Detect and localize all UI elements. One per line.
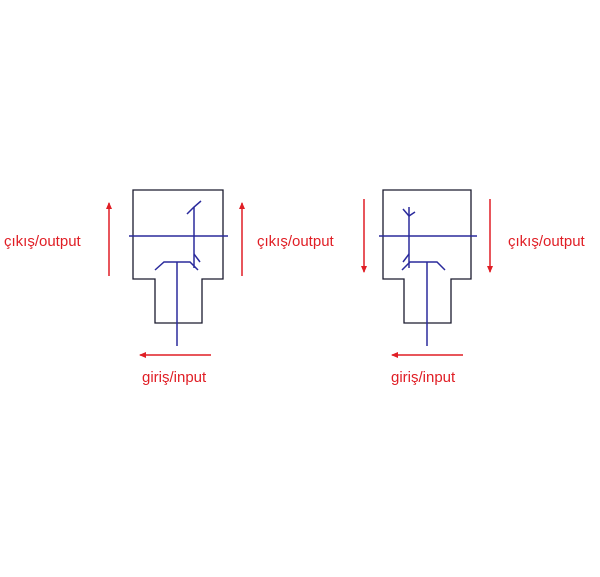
bevel-tick xyxy=(193,253,201,263)
top-gear-mark xyxy=(186,200,202,215)
housing-outline xyxy=(132,189,224,324)
gearbox-diagram-1: çıkış/output çıkış/output giriş/input xyxy=(4,189,335,386)
top-gear-mark xyxy=(402,208,416,217)
input-gear-mark xyxy=(154,261,199,271)
gearbox-diagram-2: çıkış/output giriş/input xyxy=(361,189,586,386)
shaft-lines xyxy=(379,207,477,346)
housing-outline xyxy=(382,189,472,324)
bevel-tick xyxy=(402,253,410,263)
input-label: giriş/input xyxy=(142,369,207,386)
input-gear-mark xyxy=(401,261,446,271)
input-label: giriş/input xyxy=(391,369,456,386)
shaft-lines xyxy=(129,200,228,346)
output-label-right: çıkış/output xyxy=(257,233,335,250)
output-label-left: çıkış/output xyxy=(4,233,82,250)
output-label-right: çıkış/output xyxy=(508,233,586,250)
